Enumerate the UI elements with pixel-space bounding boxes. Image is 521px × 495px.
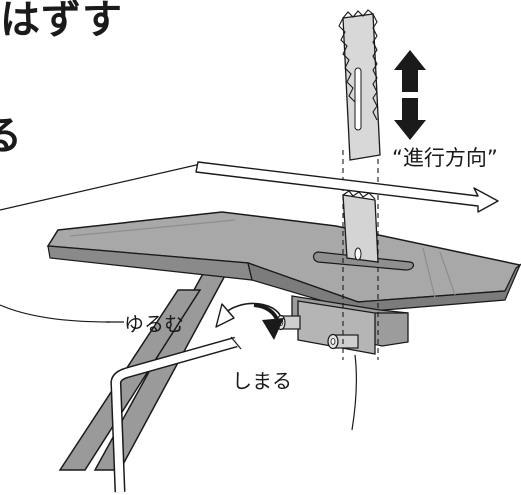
page-heading-middle: る bbox=[0, 113, 23, 159]
loosen-label: ゆるむ bbox=[124, 312, 184, 336]
stand-leg-front bbox=[58, 289, 202, 471]
page-heading-top: はずす bbox=[0, 0, 123, 43]
feed-direction-label: “進行方向” bbox=[392, 146, 498, 170]
clamp-screw-right bbox=[327, 333, 359, 350]
hex-key bbox=[110, 336, 242, 493]
blade-hole bbox=[354, 247, 362, 261]
blade-teeth-upper bbox=[372, 13, 378, 121]
table-top-side-edge bbox=[247, 262, 521, 313]
curved-rotate-arrow-icon bbox=[215, 302, 284, 340]
right-arrow-icon bbox=[195, 161, 499, 213]
table-groove-line bbox=[69, 219, 236, 237]
cord-line bbox=[0, 304, 111, 323]
blade-top-zigzag bbox=[342, 9, 374, 19]
workbench-edge-line bbox=[0, 162, 206, 211]
pointer-line bbox=[351, 354, 358, 431]
up-down-arrow-icon bbox=[394, 50, 426, 140]
table-groove-line bbox=[422, 247, 436, 299]
blade-slot bbox=[312, 251, 415, 271]
tighten-label: しまる bbox=[232, 369, 292, 393]
blade-upper-slot bbox=[354, 67, 362, 131]
blade-teeth-upper bbox=[338, 17, 356, 103]
table-groove-line bbox=[439, 251, 456, 296]
